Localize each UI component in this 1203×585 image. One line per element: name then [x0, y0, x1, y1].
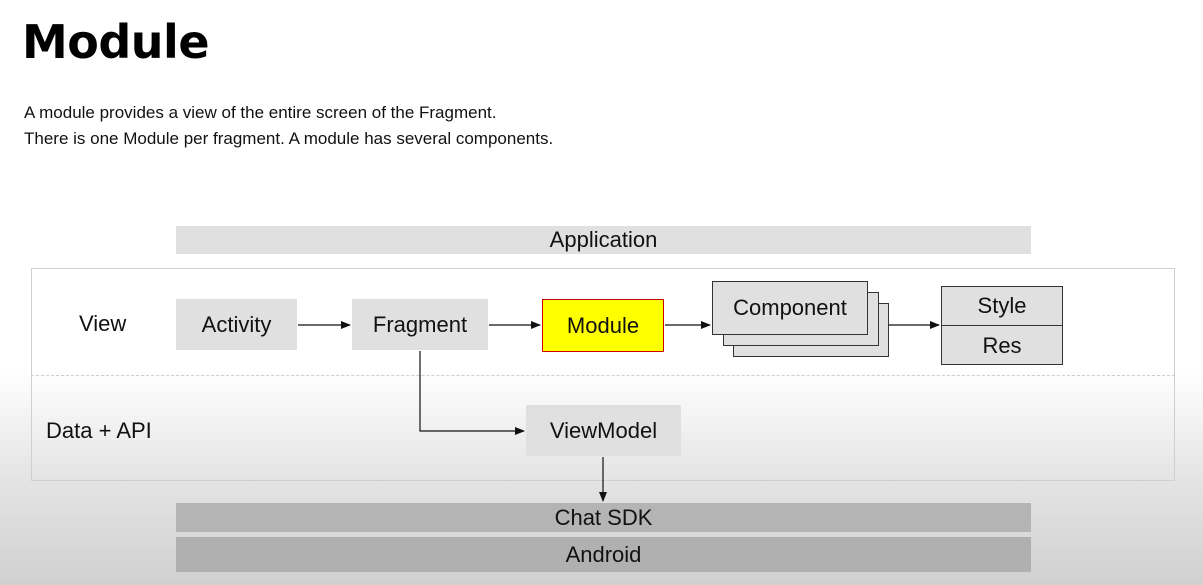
row-label-data-api: Data + API	[46, 418, 152, 443]
module-node: Module	[542, 299, 664, 352]
description-line-1: A module provides a view of the entire s…	[24, 103, 497, 122]
application-band: Application	[176, 226, 1031, 254]
arrow-fragment-viewmodel	[419, 351, 525, 435]
description-line-2: There is one Module per fragment. A modu…	[24, 129, 554, 148]
layer-divider	[31, 375, 1175, 376]
android-band: Android	[176, 537, 1031, 572]
chat-sdk-band: Chat SDK	[176, 503, 1031, 532]
activity-node: Activity	[176, 299, 297, 350]
row-label-view: View	[79, 311, 127, 336]
description: A module provides a view of the entire s…	[24, 100, 553, 152]
fragment-node: Fragment	[352, 299, 488, 350]
component-node: Component	[712, 281, 868, 335]
style-cell: Style	[977, 293, 1027, 318]
res-cell: Res	[942, 325, 1062, 365]
style-res-node: Style Res	[941, 286, 1063, 365]
page-title: Module	[22, 15, 210, 69]
viewmodel-node: ViewModel	[526, 405, 681, 456]
